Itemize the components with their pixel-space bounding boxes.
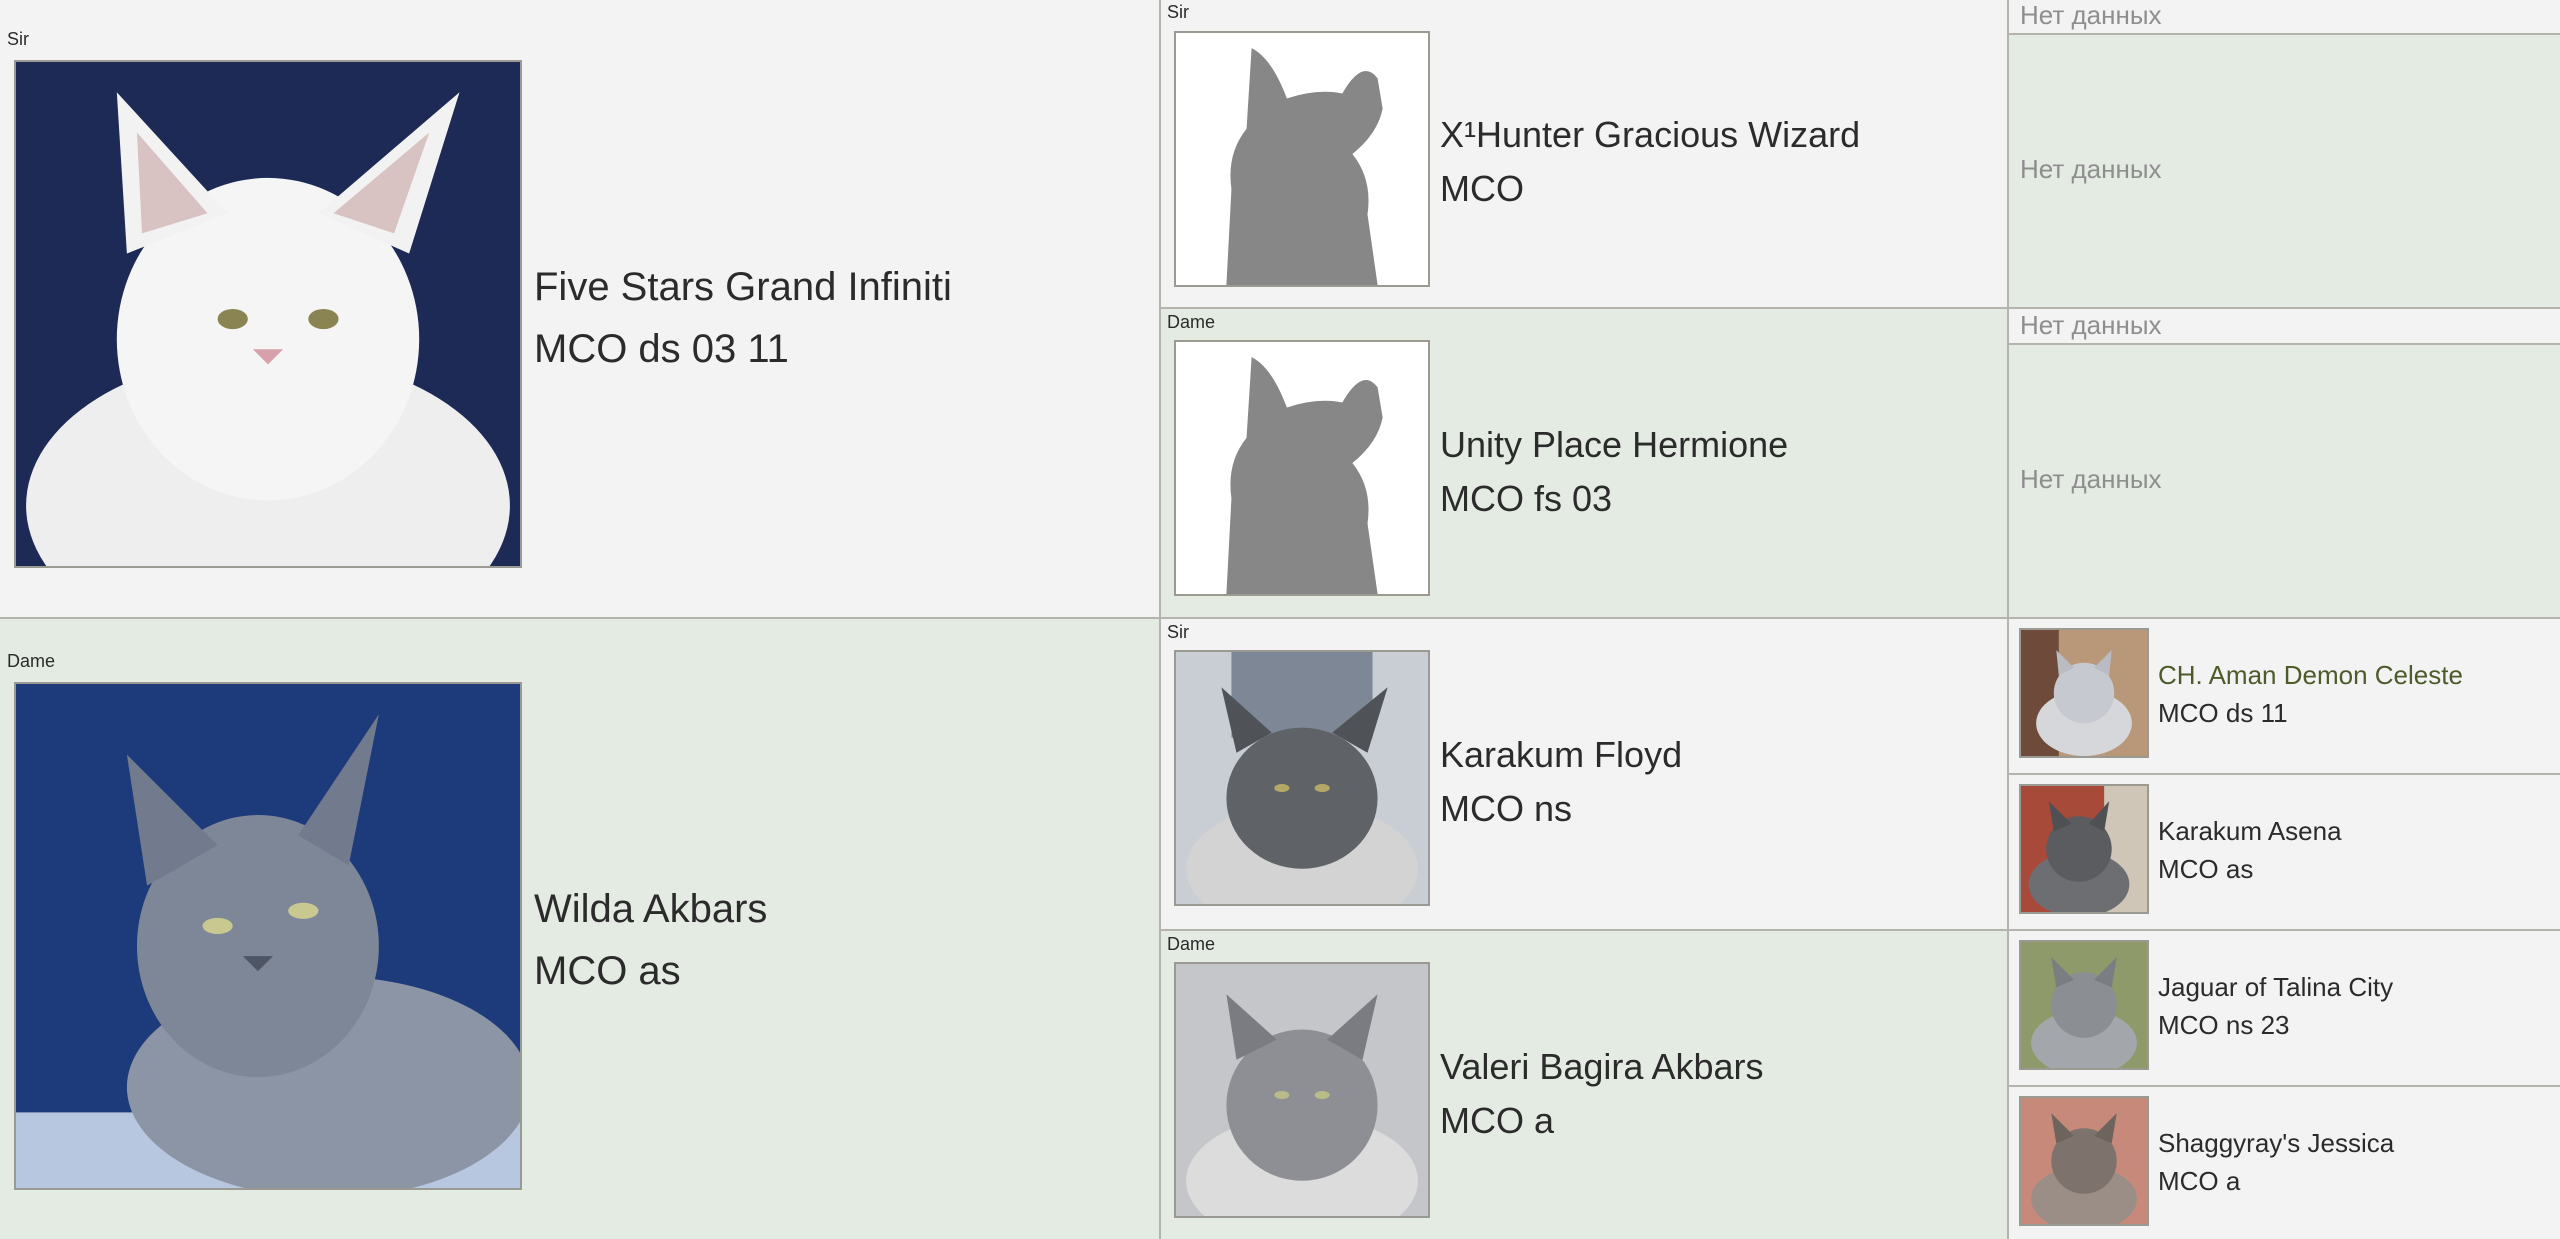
dame-dame-breed: MCO a <box>1440 1100 1555 1141</box>
sd-dame-cell <box>2008 344 2560 618</box>
sire-sire-role-label: Sir <box>1167 2 1189 22</box>
cat-photo-thumb[interactable] <box>2019 940 2149 1070</box>
no-data-label: Нет данных <box>2020 154 2162 184</box>
sire-sire-breed: MCO <box>1440 168 1524 209</box>
dame-dame-name-block: Valeri Bagira Akbars MCO a <box>1440 1040 1764 1148</box>
dame-name-block: Wilda Akbars MCO as <box>534 878 767 1002</box>
dd-sire-name-block: Jaguar of Talina City MCO ns 23 <box>2158 968 2393 1044</box>
cat-photo-white[interactable] <box>14 60 522 568</box>
ds-sire-breed: MCO ds 11 <box>2158 698 2288 728</box>
dd-dame-name-block: Shaggyray's Jessica MCO a <box>2158 1124 2394 1200</box>
cat-photo-smoke[interactable] <box>1174 650 1430 906</box>
cat-placeholder-silhouette[interactable] <box>1174 340 1430 596</box>
dd-sire-breed: MCO ns 23 <box>2158 1010 2290 1040</box>
dame-dame-role-label: Dame <box>1167 934 1216 954</box>
dame-sire-name-block: Karakum Floyd MCO ns <box>1440 728 1682 836</box>
sire-dame-name-block: Unity Place Hermione MCO fs 03 <box>1440 418 1788 526</box>
dd-dame-breed: MCO a <box>2158 1166 2241 1196</box>
ds-sire-name-block: CH. Aman Demon Celeste MCO ds 11 <box>2158 656 2463 732</box>
no-data-label: Нет данных <box>2020 464 2162 494</box>
cat-photo-thumb[interactable] <box>2019 784 2149 914</box>
ds-sire-name-link[interactable]: CH. Aman Demon Celeste <box>2158 660 2463 690</box>
sire-name-block: Five Stars Grand Infiniti MCO ds 03 11 <box>534 256 952 380</box>
dame-dame-name[interactable]: Valeri Bagira Akbars <box>1440 1046 1764 1087</box>
cat-photo-silver[interactable] <box>1174 962 1430 1218</box>
cat-photo-thumb[interactable] <box>2019 628 2149 758</box>
ds-dame-breed: MCO as <box>2158 854 2254 884</box>
divider <box>2008 343 2560 345</box>
dame-sire-role-label: Sir <box>1167 622 1189 642</box>
sire-dame-role-label: Dame <box>1167 312 1216 332</box>
divider <box>2007 0 2009 1239</box>
sd-sire-header-cell <box>2008 308 2560 344</box>
no-data-label: Нет данных <box>2020 310 2162 340</box>
cat-photo-thumb[interactable] <box>2019 1096 2149 1226</box>
cat-photo-blue[interactable] <box>14 682 522 1190</box>
sire-name[interactable]: Five Stars Grand Infiniti <box>534 265 952 309</box>
dame-role-label: Dame <box>7 651 56 671</box>
divider <box>2008 773 2560 775</box>
sire-dame-name[interactable]: Unity Place Hermione <box>1440 424 1789 465</box>
sire-sire-name-block: X¹Hunter Gracious Wizard MCO <box>1440 108 1860 216</box>
dd-sire-name[interactable]: Jaguar of Talina City <box>2158 972 2394 1002</box>
dame-breed: MCO as <box>534 949 681 993</box>
dame-sire-breed: MCO ns <box>1440 788 1573 829</box>
no-data-label: Нет данных <box>2020 0 2162 30</box>
cat-placeholder-silhouette[interactable] <box>1174 31 1430 287</box>
sire-breed: MCO ds 03 11 <box>534 327 789 371</box>
ds-dame-name[interactable]: Karakum Asena <box>2158 816 2342 846</box>
sire-role-label: Sir <box>7 29 29 49</box>
divider <box>1159 0 1161 1239</box>
sire-sire-name[interactable]: X¹Hunter Gracious Wizard <box>1440 114 1861 155</box>
divider <box>1160 929 2560 931</box>
dame-sire-name[interactable]: Karakum Floyd <box>1440 734 1683 775</box>
divider <box>1160 307 2560 309</box>
sire-dame-breed: MCO fs 03 <box>1440 478 1613 519</box>
dd-dame-name[interactable]: Shaggyray's Jessica <box>2158 1128 2395 1158</box>
ds-dame-name-block: Karakum Asena MCO as <box>2158 812 2342 888</box>
divider <box>2008 1085 2560 1087</box>
ss-dame-cell <box>2008 34 2560 308</box>
dame-name[interactable]: Wilda Akbars <box>534 887 768 931</box>
ss-sire-header-cell <box>2008 0 2560 34</box>
divider <box>0 617 2560 619</box>
divider <box>2008 33 2560 35</box>
